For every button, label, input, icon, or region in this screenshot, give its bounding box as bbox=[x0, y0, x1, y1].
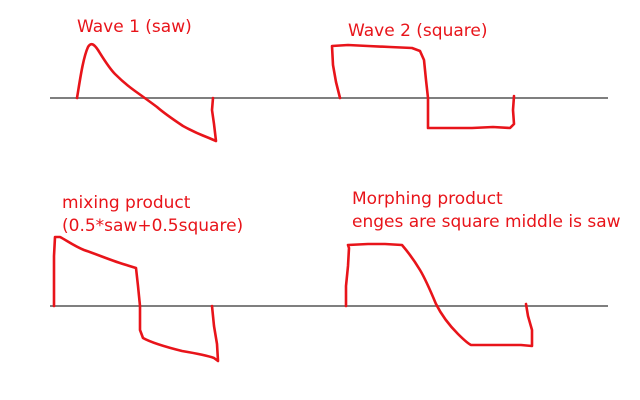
wave2-label: Wave 2 (square) bbox=[348, 21, 488, 41]
mix-label-line1: mixing product bbox=[62, 193, 191, 213]
mix-product-curve bbox=[52, 235, 220, 363]
morph-label-line2: enges are square middle is saw bbox=[352, 212, 621, 232]
morph-label-line1: Morphing product bbox=[352, 189, 503, 209]
wave1-label: Wave 1 (saw) bbox=[77, 17, 192, 37]
wave2-square-curve bbox=[330, 43, 516, 130]
wave1-saw-curve bbox=[75, 42, 218, 143]
mix-label-line2: (0.5*saw+0.5square) bbox=[62, 216, 244, 236]
morph-product-curve bbox=[344, 242, 534, 348]
